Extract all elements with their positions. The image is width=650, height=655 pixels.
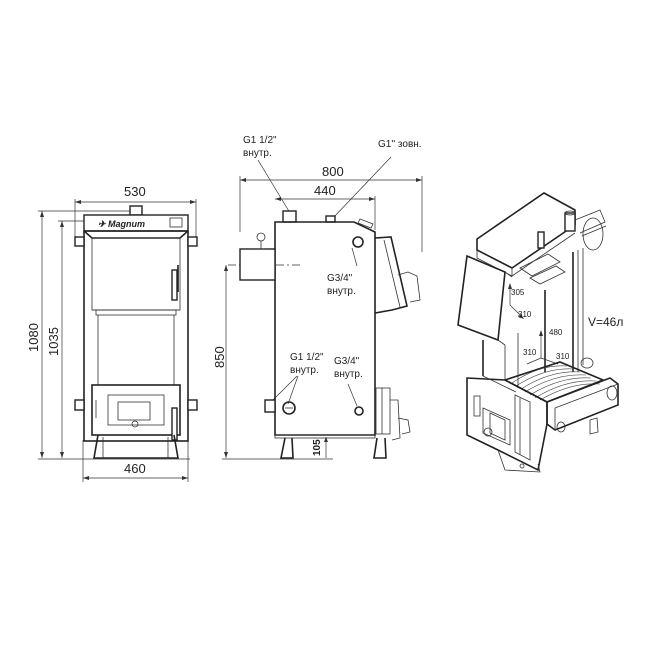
label-conn-4-size: G1 1/2" (290, 352, 324, 363)
water-volume-label: V=46л (588, 315, 624, 329)
iso-dim-480: 480 (549, 328, 563, 337)
label-conn-2-size: G1'' зовн. (378, 139, 422, 150)
iso-dim-305: 305 (511, 288, 525, 297)
label-conn-1-size: G1 1/2" (243, 135, 277, 146)
iso-dim-310-c: 310 (556, 352, 570, 361)
dim-width-top: 530 (124, 184, 146, 199)
iso-view (457, 192, 619, 473)
dim-depth-body: 440 (314, 183, 336, 198)
dim-height-body: 1035 (46, 327, 61, 356)
dim-leg-height: 105 (312, 439, 323, 456)
iso-dim-310-b: 310 (523, 348, 537, 357)
label-conn-1-type: внутр. (243, 148, 272, 159)
label-conn-5-size: G3/4" (334, 356, 360, 367)
side-view (222, 156, 423, 460)
dim-width-bottom: 460 (124, 461, 146, 476)
iso-dim-310-a: 310 (518, 310, 532, 319)
label-conn-3-size: G3/4" (327, 273, 353, 284)
brand-logo: ✈ Magnum (98, 219, 145, 229)
front-view: ✈ Magnum (38, 199, 198, 482)
dim-outlet-height: 850 (212, 346, 227, 368)
dim-depth-total: 800 (322, 164, 344, 179)
label-conn-3-type: внутр. (327, 286, 356, 297)
dim-height-total: 1080 (26, 323, 41, 352)
label-conn-5-type: внутр. (334, 369, 363, 380)
label-conn-4-type: внутр. (290, 365, 319, 376)
